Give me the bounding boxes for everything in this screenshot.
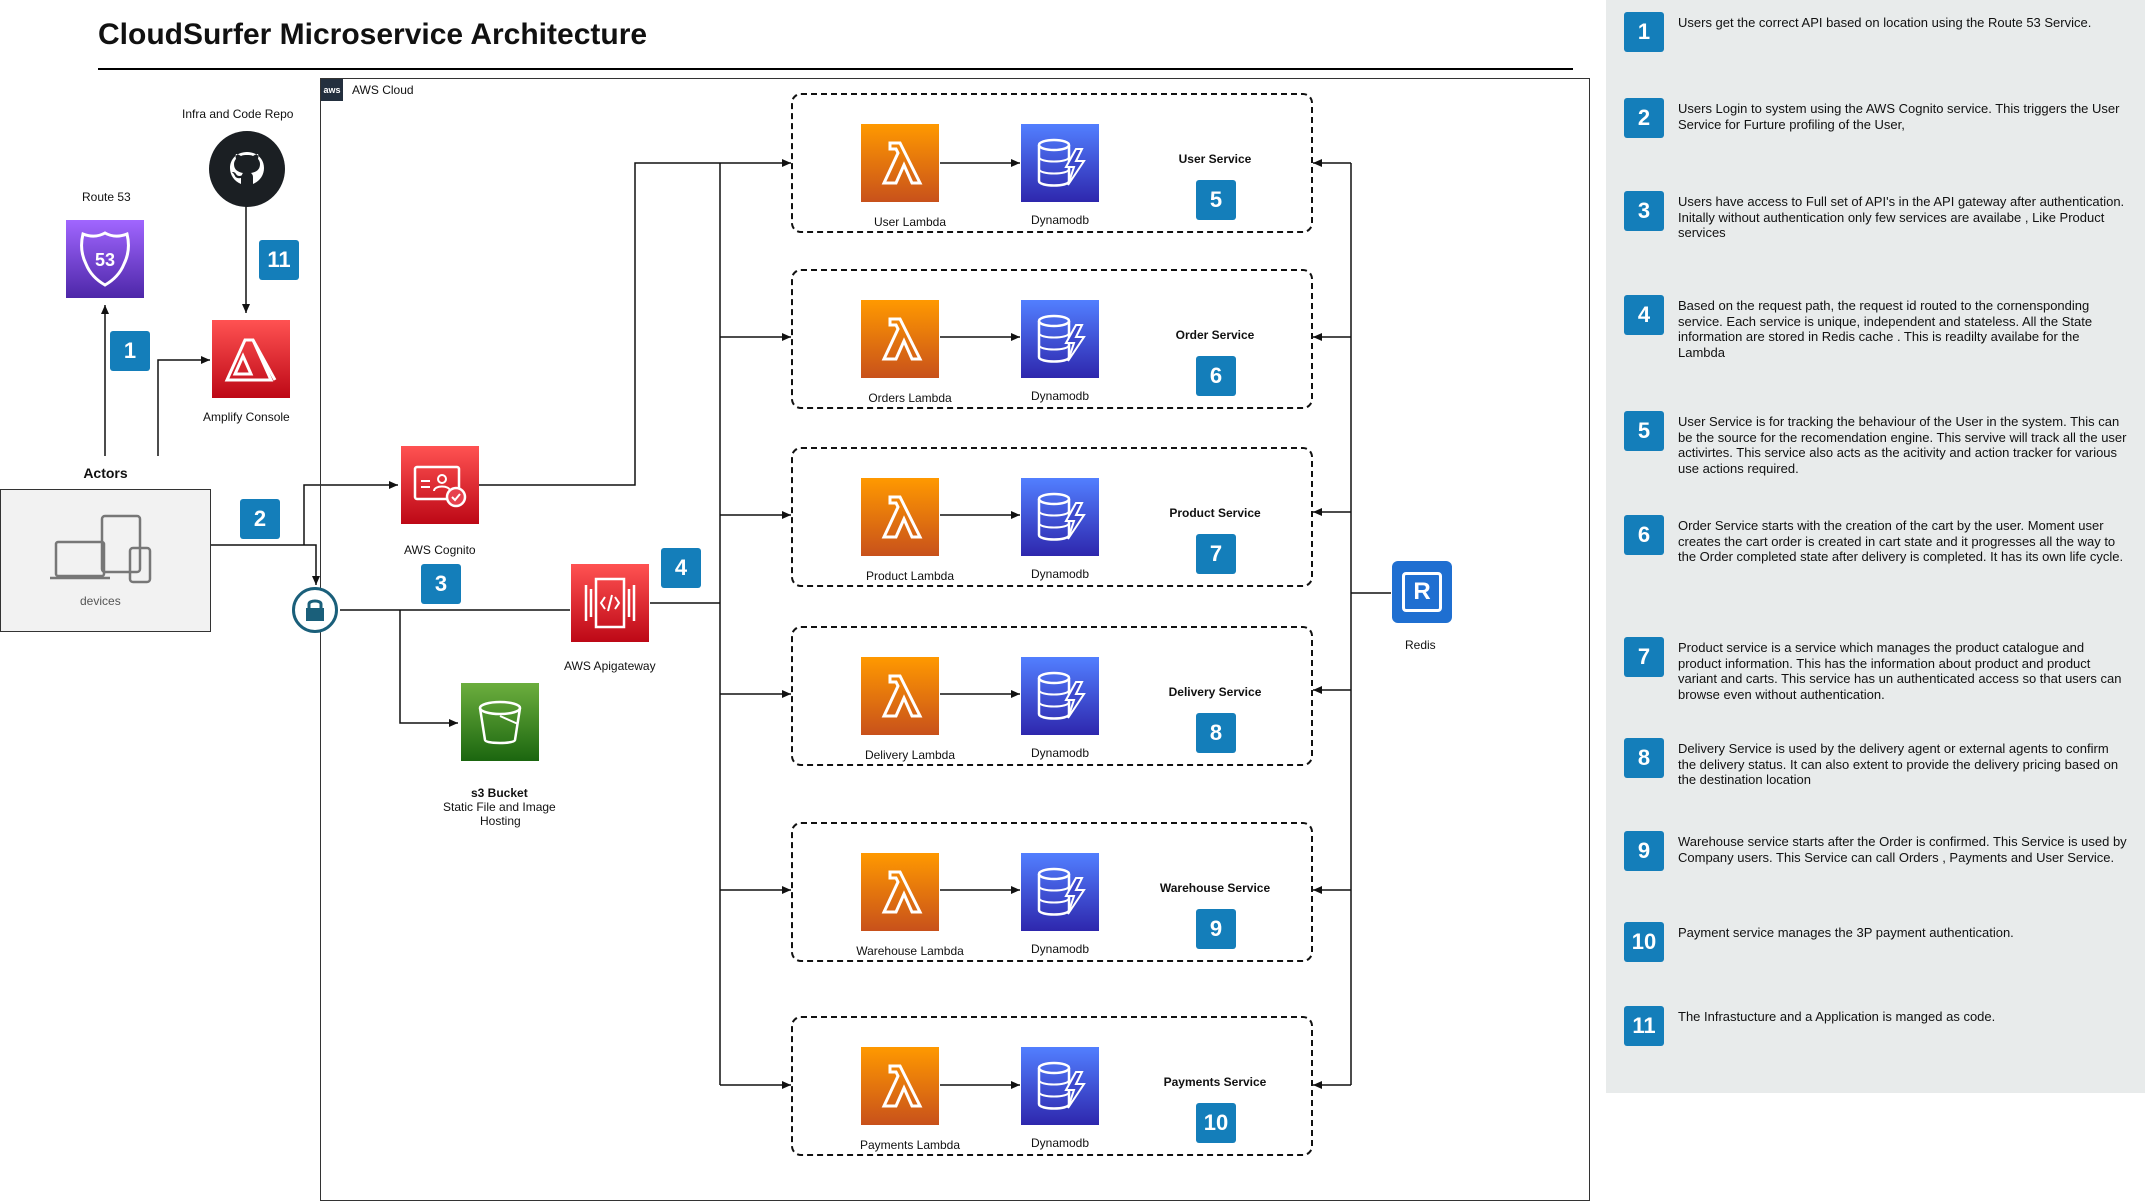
repo-label: Infra and Code Repo [182, 107, 294, 121]
dynamodb-label: Dynamodb [1030, 213, 1090, 227]
legend-step-text: The Infrastucture and a Application is m… [1678, 1009, 1996, 1024]
lambda-icon[interactable] [861, 1047, 939, 1125]
dynamodb-label: Dynamodb [1030, 567, 1090, 581]
legend-step-badge: 3 [1624, 191, 1664, 231]
lambda-icon[interactable] [861, 853, 939, 931]
github-icon[interactable] [209, 131, 285, 207]
dynamodb-icon[interactable] [1021, 1047, 1099, 1125]
legend-step-badge: 2 [1624, 98, 1664, 138]
legend-step-text: Based on the request path, the request i… [1678, 298, 2093, 360]
service-name: Order Service [1175, 328, 1255, 342]
legend-step-text: Users Login to system using the AWS Cogn… [1678, 101, 2120, 132]
service-step-badge: 6 [1196, 356, 1236, 396]
cognito-icon[interactable] [401, 446, 479, 524]
service-step-badge: 5 [1196, 180, 1236, 220]
actors-heading: Actors [0, 456, 211, 490]
lock-icon [292, 587, 338, 633]
legend-step-badge: 5 [1624, 411, 1664, 451]
service-step-badge: 9 [1196, 909, 1236, 949]
service-container [791, 93, 1313, 233]
step-badge-11: 11 [259, 240, 299, 280]
s3-label: s3 Bucket [471, 786, 528, 800]
legend-step-badge: 8 [1624, 738, 1664, 778]
lambda-label: Payments Lambda [859, 1138, 961, 1152]
legend-step-text: User Service is for tracking the behavio… [1678, 414, 2127, 476]
cognito-label: AWS Cognito [404, 543, 476, 557]
service-name: Product Service [1169, 506, 1261, 520]
legend-step-text: Delivery Service is used by the delivery… [1678, 741, 2119, 787]
legend-step-text: Order Service starts with the creation o… [1678, 518, 2124, 564]
dynamodb-label: Dynamodb [1030, 1136, 1090, 1150]
route53-icon[interactable]: 53 [66, 220, 144, 298]
dynamodb-icon[interactable] [1021, 478, 1099, 556]
devices-icon [50, 512, 160, 592]
service-container [791, 269, 1313, 409]
dynamodb-label: Dynamodb [1030, 942, 1090, 956]
legend-step-badge: 1 [1624, 12, 1664, 52]
lambda-icon[interactable] [861, 300, 939, 378]
redis-letter: R [1402, 572, 1442, 612]
dynamodb-icon[interactable] [1021, 300, 1099, 378]
lambda-icon[interactable] [861, 124, 939, 202]
legend-step-text: Product service is a service which manag… [1678, 640, 2122, 702]
lambda-label: User Lambda [873, 215, 947, 229]
legend-step-badge: 4 [1624, 295, 1664, 335]
amplify-icon[interactable] [212, 320, 290, 398]
service-container [791, 1016, 1313, 1156]
legend-step-badge: 9 [1624, 831, 1664, 871]
step-badge-4: 4 [661, 548, 701, 588]
dynamodb-label: Dynamodb [1030, 389, 1090, 403]
service-name: Payments Service [1163, 1075, 1267, 1089]
legend-step-badge: 6 [1624, 515, 1664, 555]
legend-step-text: Warehouse service starts after the Order… [1678, 834, 2127, 865]
s3-sub-2: Hosting [480, 814, 521, 828]
apigw-label: AWS Apigateway [564, 659, 656, 673]
service-name: Delivery Service [1168, 685, 1262, 699]
aws-cloud-label: AWS Cloud [352, 83, 414, 97]
service-step-badge: 10 [1196, 1103, 1236, 1143]
api-gateway-icon[interactable] [571, 564, 649, 642]
route53-shield-icon: 53 [80, 231, 130, 287]
service-step-badge: 7 [1196, 534, 1236, 574]
legend-step-text: Users get the correct API based on locat… [1678, 15, 2092, 30]
route53-label: Route 53 [82, 190, 131, 204]
aws-cloud-container [320, 78, 1590, 1201]
lambda-label: Orders Lambda [868, 391, 952, 405]
title-divider [98, 68, 1573, 70]
lambda-label: Delivery Lambda [864, 748, 956, 762]
dynamodb-icon[interactable] [1021, 657, 1099, 735]
legend-step-text: Users have access to Full set of API's i… [1678, 194, 2125, 240]
step-badge-3: 3 [421, 564, 461, 604]
step-badge-1: 1 [110, 331, 150, 371]
service-step-badge: 8 [1196, 713, 1236, 753]
dynamodb-icon[interactable] [1021, 853, 1099, 931]
aws-logo-icon: aws [321, 79, 343, 101]
service-name: Warehouse Service [1159, 881, 1271, 895]
lambda-label: Product Lambda [865, 569, 955, 583]
service-container [791, 626, 1313, 766]
s3-sub-1: Static File and Image [443, 800, 556, 814]
redis-icon[interactable]: R [1392, 561, 1452, 623]
route53-number: 53 [95, 250, 115, 270]
devices-label: devices [80, 594, 121, 608]
lambda-label: Warehouse Lambda [856, 944, 964, 958]
legend-step-badge: 7 [1624, 637, 1664, 677]
dynamodb-icon[interactable] [1021, 124, 1099, 202]
s3-bucket-icon[interactable] [461, 683, 539, 761]
legend-step-text: Payment service manages the 3P payment a… [1678, 925, 2014, 940]
service-name: User Service [1178, 152, 1252, 166]
lambda-icon[interactable] [861, 478, 939, 556]
redis-label: Redis [1405, 638, 1436, 652]
amplify-label: Amplify Console [203, 410, 290, 424]
service-container [791, 447, 1313, 587]
dynamodb-label: Dynamodb [1030, 746, 1090, 760]
diagram-title: CloudSurfer Microservice Architecture [98, 18, 648, 51]
legend-step-badge: 11 [1624, 1006, 1664, 1046]
service-container [791, 822, 1313, 962]
lambda-icon[interactable] [861, 657, 939, 735]
step-badge-2: 2 [240, 499, 280, 539]
legend-step-badge: 10 [1624, 922, 1664, 962]
legend-panel [1606, 0, 2145, 1093]
